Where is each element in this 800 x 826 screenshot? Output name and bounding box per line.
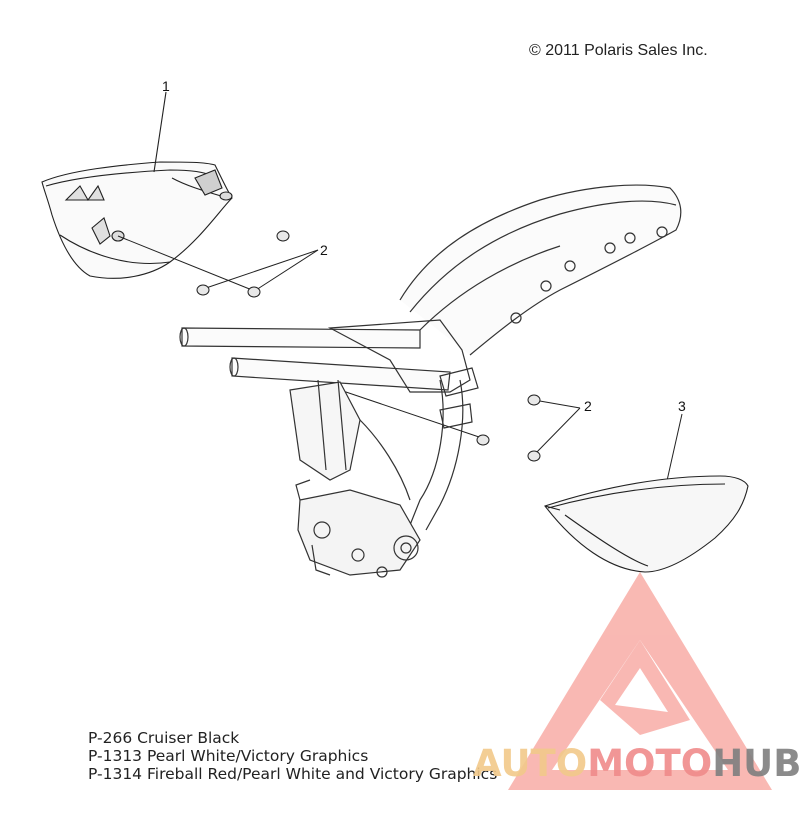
callout-2-top: 2	[320, 242, 328, 258]
part-number-legend: P-266 Cruiser Black P-1313 Pearl White/V…	[88, 729, 497, 783]
side-cover-left	[41, 91, 233, 279]
legend-line: P-1314 Fireball Red/Pearl White and Vict…	[88, 765, 498, 783]
legend-line: P-266 Cruiser Black	[88, 729, 240, 747]
leader-lines	[117, 235, 683, 495]
side-cover-right	[544, 475, 749, 573]
copyright-notice: © 2011 Polaris Sales Inc.	[529, 42, 708, 59]
watermark-text-auto: AUTO	[473, 742, 588, 785]
callout-3: 3	[678, 398, 686, 414]
legend-line: P-1313 Pearl White/Victory Graphics	[88, 747, 369, 765]
motorcycle-frame	[179, 184, 682, 578]
watermark-logo	[508, 572, 772, 790]
watermark-text: AUTOMOTOHUB	[473, 742, 800, 785]
callout-1: 1	[162, 78, 170, 94]
nuts	[196, 230, 541, 462]
watermark-text-moto: MOTO	[587, 742, 713, 785]
callout-2-bottom: 2	[584, 398, 592, 414]
watermark-text-hub: HUB	[712, 742, 800, 785]
